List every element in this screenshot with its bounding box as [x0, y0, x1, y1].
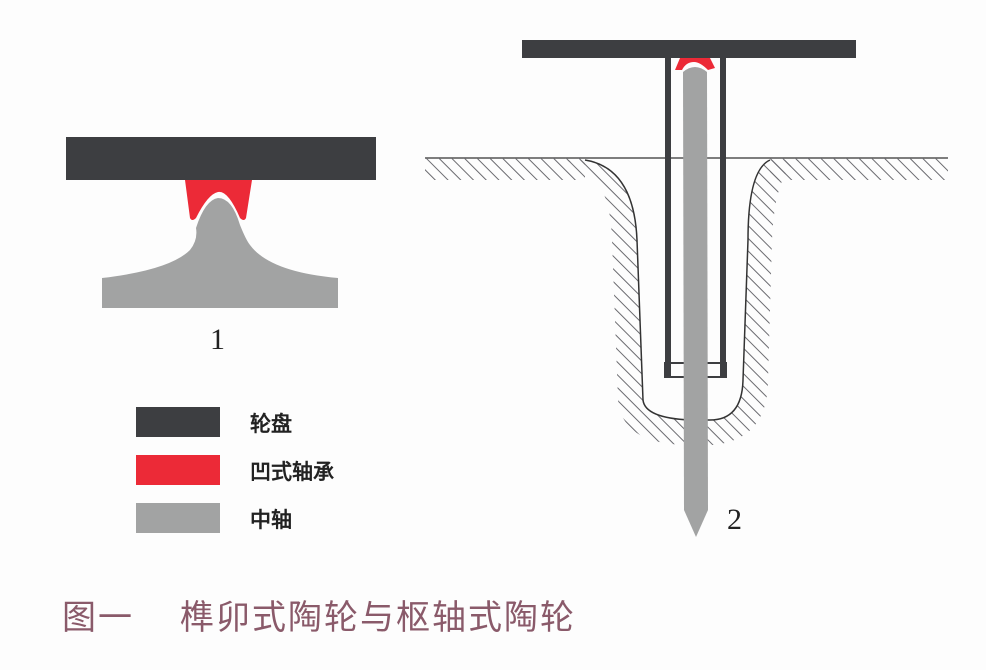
figure-2-label: 2	[727, 503, 742, 536]
ground-hatch-right	[770, 158, 948, 180]
sleeve-right-wall	[720, 55, 726, 377]
legend-swatch-shaft	[136, 503, 220, 533]
caption-number: 图一	[62, 598, 134, 638]
concave-bearing	[185, 180, 252, 220]
legend-swatch-wheel-disc	[136, 407, 220, 437]
legend-label-shaft: 中轴	[250, 508, 292, 532]
legend-swatch-bearing	[136, 455, 220, 485]
wheel-disc	[66, 137, 376, 180]
figure-2-pivot-wheel	[425, 40, 948, 537]
figure-caption: 图一 榫卯式陶轮与枢轴式陶轮	[62, 590, 622, 639]
figure-1-tenon-mortise-wheel	[66, 137, 376, 308]
sleeve-left-wall	[665, 55, 671, 377]
legend-label-bearing: 凹式轴承	[250, 460, 334, 484]
figure-1-label: 1	[210, 323, 225, 356]
center-shaft	[102, 198, 338, 308]
legend-label-wheel-disc: 轮盘	[250, 412, 292, 436]
caption-title: 榫卯式陶轮与枢轴式陶轮	[180, 598, 576, 638]
pit-hatch	[560, 160, 800, 445]
wheel-disc	[522, 40, 856, 58]
pivot-shaft	[683, 67, 708, 537]
ground-hatch-left	[425, 158, 585, 180]
concave-bearing	[675, 58, 715, 70]
